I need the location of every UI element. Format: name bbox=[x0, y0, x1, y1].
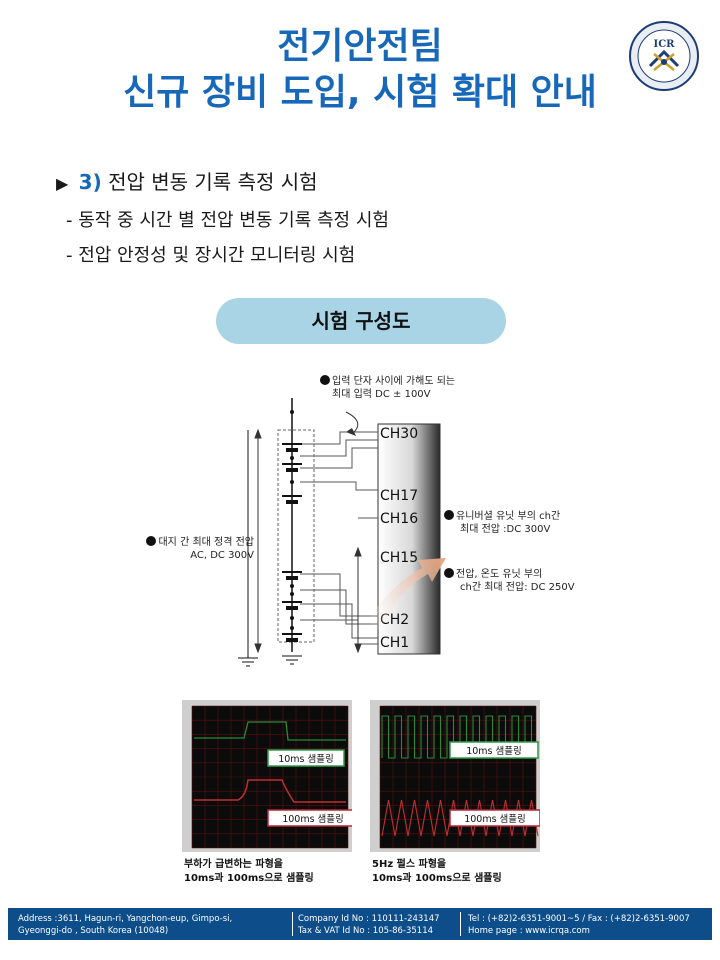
sampling-label-10ms: 10ms 샘플링 bbox=[466, 745, 522, 757]
footer-divider bbox=[460, 912, 461, 936]
diagram-label-pill: 시험 구성도 bbox=[216, 298, 506, 344]
ground-left bbox=[238, 430, 258, 667]
channel-label: CH15 bbox=[380, 550, 418, 566]
sampling-label-100ms: 100ms 샘플링 bbox=[282, 813, 344, 825]
footer-divider bbox=[292, 912, 293, 936]
page-title: 전기안전팀 신규 장비 도입, 시험 확대 안내 bbox=[0, 24, 720, 116]
bullet-dot-icon bbox=[444, 510, 454, 520]
note-universal: 유니버셜 유닛 부의 ch간 최대 전압 :DC 300V bbox=[444, 510, 560, 536]
battery-group-box bbox=[277, 429, 315, 643]
note-ground-max: 대지 간 최대 정격 전압 AC, DC 300V bbox=[142, 536, 254, 562]
dimension-arrows bbox=[254, 428, 362, 654]
pointer-arrow bbox=[366, 558, 446, 630]
icr-logo: ICR bbox=[629, 21, 699, 91]
title-line-2: 신규 장비 도입, 시험 확대 안내 bbox=[123, 72, 597, 113]
note-input-max: 입력 단자 사이에 가해도 되는 최대 입력 DC ± 100V bbox=[320, 375, 455, 401]
recorder-unit bbox=[377, 423, 441, 655]
scope-screenshot-pulse: 10ms 샘플링 100ms 샘플링 bbox=[370, 700, 540, 852]
ground-right bbox=[282, 655, 302, 665]
footer-company: Company Id No : 110111-243147 Tax & VAT … bbox=[298, 914, 440, 936]
title-line-1: 전기안전팀 bbox=[277, 26, 443, 67]
channel-label: CH17 bbox=[380, 488, 418, 504]
scope-screenshot-step: 10ms 샘플링 100ms 샘플링 bbox=[182, 700, 352, 852]
footer-address: Address :3611, Hagun-ri, Yangchon-eup, G… bbox=[18, 914, 233, 936]
logo-text: ICR bbox=[654, 39, 676, 50]
battery-stack bbox=[282, 398, 302, 652]
footer-contact: Tel : (+82)2-6351-9001~5 / Fax : (+82)2-… bbox=[468, 914, 690, 936]
channel-label: CH1 bbox=[380, 635, 409, 651]
section-heading: ▶ 3) 전압 변동 기록 측정 시험 bbox=[56, 166, 318, 195]
footer: Address :3611, Hagun-ri, Yangchon-eup, G… bbox=[8, 908, 712, 940]
section-title: 전압 변동 기록 측정 시험 bbox=[108, 170, 318, 194]
scope-caption-pulse: 5Hz 펄스 파형을 10ms과 100ms으로 샘플링 bbox=[372, 859, 502, 884]
section-number: 3) bbox=[78, 170, 102, 194]
bullet-item: - 전압 안정성 및 장시간 모니터링 시험 bbox=[66, 245, 356, 266]
channel-wires bbox=[294, 431, 378, 645]
scope-caption-step: 부하가 급변하는 파형을 10ms과 100ms으로 샘플링 bbox=[184, 859, 314, 884]
bullet-item: - 동작 중 시간 별 전압 변동 기록 측정 시험 bbox=[66, 210, 389, 231]
sampling-label-10ms: 10ms 샘플링 bbox=[278, 753, 334, 765]
bullet-dot-icon bbox=[444, 568, 454, 578]
test-configuration-diagram: CH30 CH17 CH16 CH15 CH2 CH1 bbox=[238, 398, 446, 667]
triangle-marker-icon: ▶ bbox=[56, 174, 69, 193]
bullet-dot-icon bbox=[146, 536, 157, 546]
channel-label: CH16 bbox=[380, 511, 418, 527]
wire-junctions bbox=[290, 410, 294, 630]
bullet-dot-icon bbox=[320, 375, 330, 385]
sampling-label-100ms: 100ms 샘플링 bbox=[464, 813, 526, 825]
channel-label: CH2 bbox=[380, 612, 409, 628]
channel-label: CH30 bbox=[380, 426, 418, 442]
note-voltage-temp: 전압, 온도 유닛 부의 ch간 최대 전압: DC 250V bbox=[444, 568, 575, 594]
